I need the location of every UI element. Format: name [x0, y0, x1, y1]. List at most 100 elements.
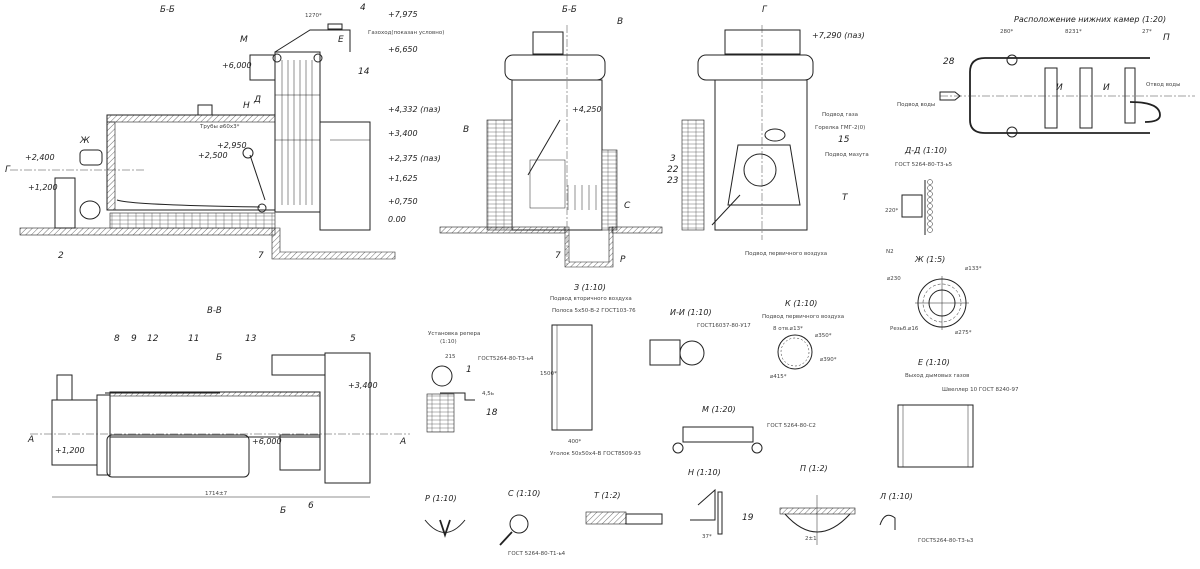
- view-title: Установка репера: [428, 331, 480, 337]
- dimension-label: 1270*: [305, 13, 322, 19]
- callout-label: Т: [842, 193, 849, 203]
- view-g: Г +7,290 (паз) Подвод газа Горелка ГМГ-2…: [667, 5, 869, 257]
- pit-wall: [271, 227, 396, 260]
- callout-label: 8: [114, 334, 120, 344]
- dimension-label: 220*: [885, 208, 898, 214]
- screen-pipe: [249, 154, 266, 201]
- dimension-label: 2±1: [805, 536, 817, 542]
- flue-outlet-frame: [897, 404, 974, 468]
- view-title: С (1:10): [508, 489, 540, 498]
- detail-m: М (1:20) ГОСТ 5264-80-С2: [672, 405, 816, 454]
- elevation-marks: +7,975 +6,650 +4,332 (паз) +3,400 +2,375…: [25, 10, 441, 224]
- callout-label: Д: [253, 95, 261, 105]
- fan-unit: [54, 177, 76, 229]
- elevation-label: +0,750: [388, 197, 418, 206]
- elevation-label: +7,290 (паз): [812, 31, 865, 40]
- furnace-upper: [109, 391, 321, 438]
- elevation-label: +6,650: [388, 45, 418, 54]
- upper-header: [313, 53, 323, 63]
- brick-wall: [486, 119, 513, 231]
- note-primary-air: Подвод первичного воздуха: [745, 251, 827, 257]
- view-title: К (1:10): [785, 299, 817, 308]
- dimension-label: 215: [445, 354, 456, 360]
- callout-label: 6: [308, 501, 314, 511]
- section-mark: Б: [216, 353, 222, 363]
- callout-label: Е: [338, 35, 344, 45]
- elevation-label: +2,500: [198, 151, 228, 160]
- elevation-label: +3,400: [388, 129, 418, 138]
- elevation-label: 0.00: [388, 215, 406, 224]
- upper-drum: [504, 54, 606, 81]
- callout-label: 22: [667, 165, 679, 175]
- furnace-front-wall: [106, 121, 116, 211]
- detail-t: Т (1:2): [585, 491, 663, 525]
- screen-header: [242, 147, 254, 159]
- callout-label: 14: [358, 67, 370, 77]
- detail-r: Р (1:10): [424, 494, 466, 538]
- floor-slab: [611, 226, 663, 234]
- floor-slab: [19, 227, 276, 236]
- brick-wall: [681, 119, 705, 231]
- view-title: Расположение нижних камер (1:20): [1014, 15, 1166, 24]
- view-subtitle: Выход дымовых газов: [905, 373, 969, 379]
- dimension-label: 1500*: [540, 371, 557, 377]
- weld-note: ГОСТ5264-80-Т3-ь4: [478, 356, 534, 362]
- elevation-label: +6,000: [252, 437, 282, 446]
- weld-note: ГОСТ16037-80-У17: [697, 323, 751, 329]
- section-mark: В: [617, 17, 623, 27]
- boiler-casing: [714, 79, 808, 231]
- callout-label: 1: [466, 365, 472, 375]
- section-mark: И: [1103, 83, 1110, 93]
- elevation-label: +2,950: [217, 141, 247, 150]
- callout-label: Н: [243, 101, 250, 111]
- view-title: Р (1:10): [425, 494, 457, 503]
- view-title: Е (1:10): [918, 358, 950, 367]
- callout-label: 23: [667, 176, 679, 186]
- weld-note: ГОСТ 5264-80-Т3-ь5: [895, 162, 953, 168]
- detail-k: К (1:10) Подвод первичного воздуха 8 отв…: [762, 299, 844, 380]
- dimension-label: ⌀350*: [815, 333, 832, 339]
- furnace-body: [106, 114, 276, 211]
- elevation-label: +1,200: [28, 183, 58, 192]
- view-subtitle: Подвод первичного воздуха: [762, 314, 844, 320]
- dimension-label: 8231*: [1065, 29, 1082, 35]
- callout-label: 18: [486, 408, 498, 418]
- detail-l: Л (1:10) ГОСТ5264-80-Т3-ь3: [879, 492, 974, 544]
- gas-inlet: [764, 128, 786, 142]
- channel-note: Швеллер 10 ГОСТ 8240-97: [942, 387, 1019, 393]
- view-title: Т (1:2): [594, 491, 621, 500]
- view-title: М (1:20): [702, 405, 736, 414]
- lower-chamber: [1044, 67, 1058, 129]
- burner: [743, 153, 777, 187]
- detail-p: П (1:2) 2±1: [779, 464, 856, 545]
- note-gas-supply: Подвод газа: [822, 112, 858, 118]
- callout-label: 4: [360, 3, 366, 13]
- elevation-label: +1,625: [388, 174, 418, 183]
- dimension-label: ⌀230: [887, 276, 901, 282]
- return-bend: [1129, 101, 1161, 123]
- floor-slab: [439, 226, 566, 234]
- dimension-label: ⌀390*: [820, 357, 837, 363]
- roof-fitting: [197, 104, 213, 116]
- weld-note: ГОСТ5264-80-Т3-ь3: [918, 538, 974, 544]
- view-title: Б-Б: [160, 5, 175, 15]
- detail-benchmark: Установка репера (1:10) ГОСТ5264-80-Т3-ь…: [426, 331, 534, 433]
- section-mark: В: [463, 125, 469, 135]
- dimension-label: 4,5ь: [482, 391, 494, 397]
- angle-note: Уголок 50х50х4-В ГОСТ8509-93: [550, 451, 641, 457]
- note-burner: Горелка ГМГ-2(0): [815, 125, 865, 131]
- view-title: З (1:10): [574, 283, 606, 292]
- inlet-note: Подвод воды: [897, 102, 935, 108]
- view-section-bb-side: Б-Б +7,975 +6,650 +4,332: [5, 3, 444, 261]
- furnace-roof: [106, 114, 276, 123]
- weld-note: ГОСТ 5264-80-С2: [767, 423, 816, 429]
- callout-label: 5: [350, 334, 356, 344]
- furnace-floor: [116, 199, 261, 208]
- callout-label: 11: [188, 334, 199, 344]
- section-mark: И: [1056, 83, 1063, 93]
- view-lower-chambers: Расположение нижних камер (1:20) 28 П И …: [897, 15, 1195, 138]
- section-mark: А: [27, 435, 34, 445]
- elevation-label: +4,250: [572, 105, 602, 114]
